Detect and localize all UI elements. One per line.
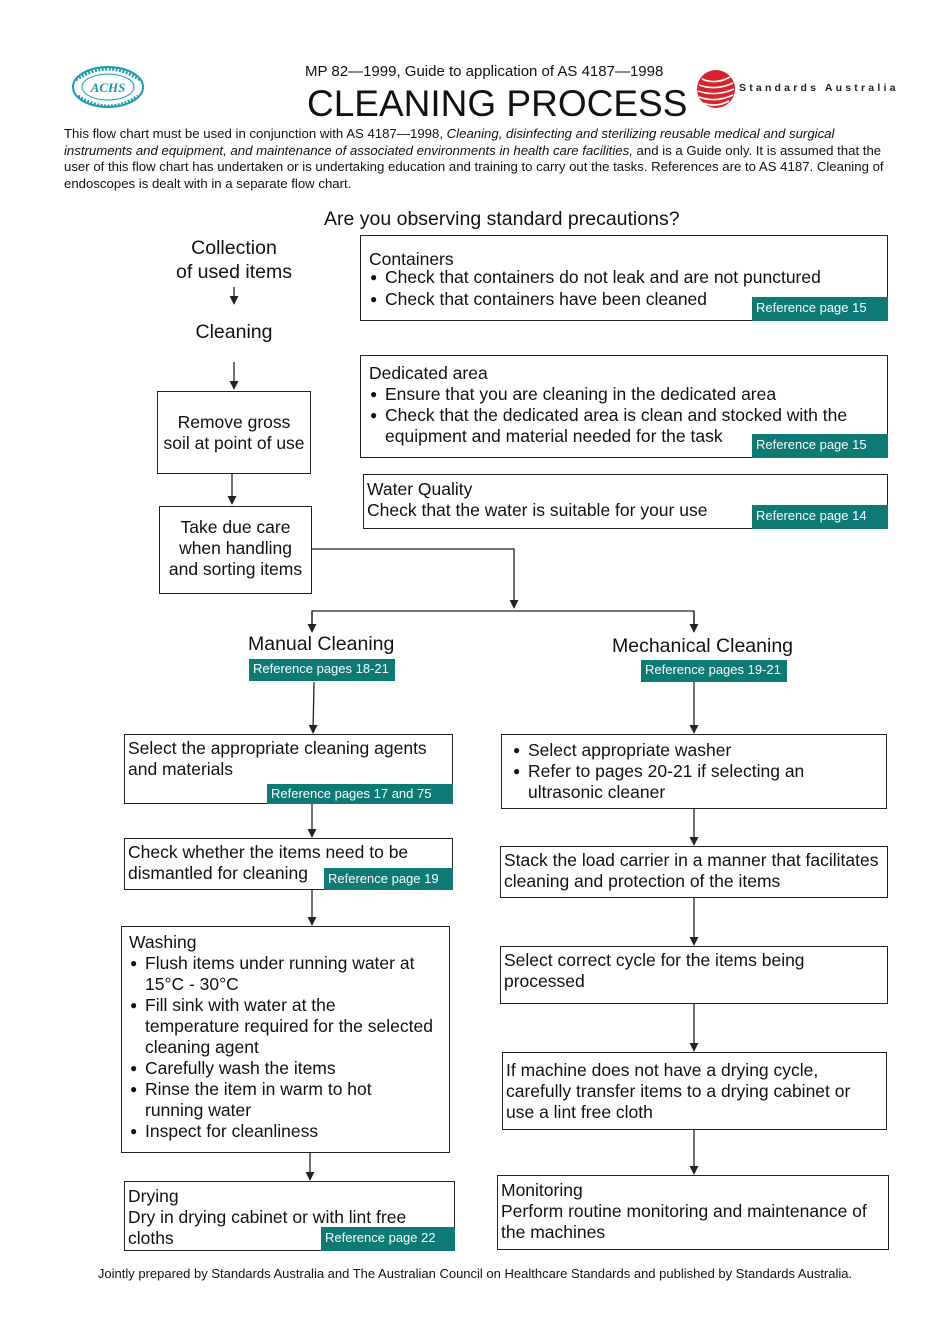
manual-cleaning-reference: Reference pages 18-21 <box>249 659 395 681</box>
dedicated-area-title: Dedicated area <box>369 363 488 383</box>
drying-box: Drying Dry in drying cabinet or with lin… <box>124 1181 455 1251</box>
intro-text-1: This flow chart must be used in conjunct… <box>64 126 447 141</box>
select-agents-text: Select the appropriate cleaning agents a… <box>128 738 427 779</box>
stack-load-box: Stack the load carrier in a manner that … <box>500 846 888 898</box>
footer-credit: Jointly prepared by Standards Australia … <box>97 1266 853 1281</box>
manual-cleaning-heading: Manual Cleaning <box>248 633 395 655</box>
intro-italic: Cleaning, disinfecting and sterilizing r… <box>64 126 835 158</box>
dismantle-text: Check whether the items need to be disma… <box>128 842 409 883</box>
washer-bullet-2: Refer to pages 20-21 if selecting an ult… <box>512 761 862 803</box>
containers-box: Containers Check that containers do not … <box>360 235 888 321</box>
containers-bullet-1: Check that containers do not leak and ar… <box>369 267 885 288</box>
take-due-care-text: Take due care when handling and sorting … <box>168 517 303 579</box>
monitoring-box: Monitoring Perform routine monitoring an… <box>497 1175 889 1250</box>
dedicated-area-bullet-1: Ensure that you are cleaning in the dedi… <box>369 384 885 405</box>
washing-bullet-4: Rinse the item in warm to hot running wa… <box>129 1079 434 1121</box>
washing-bullet-3: Carefully wash the items <box>129 1058 434 1079</box>
transfer-drying-text: If machine does not have a drying cycle,… <box>506 1060 851 1122</box>
drying-title: Drying <box>128 1186 179 1206</box>
collection-step: Collection of used items <box>176 237 292 283</box>
mechanical-cleaning-reference: Reference pages 19-21 <box>641 660 787 682</box>
washing-title: Washing <box>129 932 197 952</box>
stack-load-text: Stack the load carrier in a manner that … <box>504 850 879 891</box>
washing-bullet-2: Fill sink with water at the temperature … <box>129 995 434 1058</box>
washing-box: Washing Flush items under running water … <box>121 926 450 1153</box>
header-subtitle: MP 82—1999, Guide to application of AS 4… <box>305 63 664 80</box>
drying-reference: Reference page 22 <box>321 1227 455 1251</box>
dismantle-reference: Reference page 19 <box>324 868 453 890</box>
drying-text: Dry in drying cabinet or with lint free … <box>128 1207 407 1248</box>
intro-paragraph: This flow chart must be used in conjunct… <box>64 126 886 192</box>
containers-bullet-2: Check that containers have been cleaned <box>369 289 765 310</box>
achs-logo-text: ACHS <box>90 80 126 95</box>
intro-text-2: and is a Guide only. It is assumed that … <box>64 142 884 191</box>
remove-gross-soil-text: Remove gross soil at point of use <box>163 412 305 453</box>
water-quality-reference: Reference page 14 <box>752 505 888 529</box>
mechanical-cleaning-heading: Mechanical Cleaning <box>612 635 794 657</box>
water-quality-title: Water Quality <box>367 479 473 499</box>
dismantle-box: Check whether the items need to be disma… <box>124 838 453 890</box>
standards-australia-logo-text: Standards Australia <box>739 82 899 94</box>
standards-australia-logo-icon <box>697 70 735 108</box>
select-agents-reference: Reference pages 17 and 75 <box>267 784 453 804</box>
transfer-drying-box: If machine does not have a drying cycle,… <box>502 1052 887 1130</box>
washing-bullet-1: Flush items under running water at 15°C … <box>129 953 434 995</box>
remove-gross-soil-box: Remove gross soil at point of use <box>157 391 311 474</box>
containers-reference: Reference page 15 <box>752 297 888 321</box>
water-quality-box: Water Quality Check that the water is su… <box>363 474 888 529</box>
monitoring-title: Monitoring <box>501 1180 583 1200</box>
select-washer-box: Select appropriate washer Refer to pages… <box>501 734 887 809</box>
standard-precautions-question: Are you observing standard precautions? <box>324 208 680 230</box>
select-agents-box: Select the appropriate cleaning agents a… <box>124 734 453 804</box>
monitoring-text: Perform routine monitoring and maintenan… <box>501 1201 867 1242</box>
select-cycle-text: Select correct cycle for the items being… <box>504 950 805 991</box>
page-title: CLEANING PROCESS <box>307 83 688 124</box>
dedicated-area-box: Dedicated area Ensure that you are clean… <box>360 355 888 458</box>
cleaning-step: Cleaning <box>195 321 273 343</box>
water-quality-text: Check that the water is suitable for you… <box>367 500 708 520</box>
take-due-care-box: Take due care when handling and sorting … <box>159 506 312 594</box>
achs-logo: ACHS <box>72 66 144 108</box>
dedicated-area-bullet-2: Check that the dedicated area is clean a… <box>369 405 880 447</box>
containers-title: Containers <box>369 249 454 269</box>
washing-bullet-5: Inspect for cleanliness <box>129 1121 434 1142</box>
select-cycle-box: Select correct cycle for the items being… <box>500 946 888 1004</box>
dedicated-area-reference: Reference page 15 <box>752 434 888 458</box>
washer-bullet-1: Select appropriate washer <box>512 740 862 761</box>
